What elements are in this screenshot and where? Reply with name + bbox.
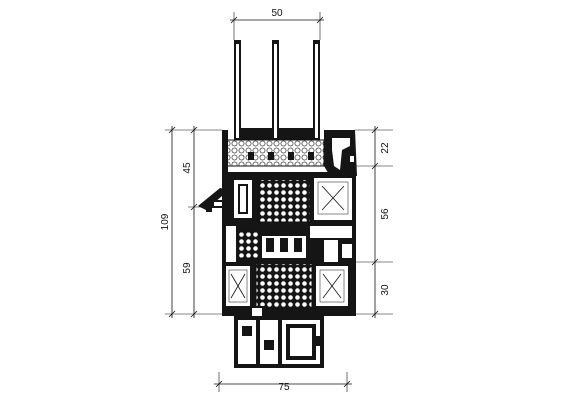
- right-dimensions: 22 56 30: [355, 126, 393, 318]
- top-width-label: 50: [271, 8, 283, 19]
- bottom-width-dimension: 75: [214, 372, 352, 393]
- right-bottom-label: 30: [380, 284, 391, 296]
- left-dimensions: 109 45 59: [160, 126, 222, 318]
- top-width-dimension: 50: [230, 8, 324, 40]
- bottom-width-label: 75: [278, 382, 290, 393]
- outer-frame: [222, 260, 356, 318]
- glass-panes: [234, 40, 320, 140]
- gasket-zone: [222, 224, 356, 264]
- right-middle-label: 56: [380, 208, 391, 220]
- sash-frame: [222, 172, 356, 224]
- left-total-label: 109: [160, 213, 171, 230]
- sill-adapter: [234, 316, 324, 368]
- left-upper-label: 45: [182, 162, 193, 174]
- left-lower-label: 59: [182, 262, 193, 274]
- glazing-spacer: [222, 130, 325, 176]
- glazing-bead: [324, 130, 357, 176]
- hinge-detail: [198, 188, 230, 212]
- right-top-label: 22: [380, 142, 391, 154]
